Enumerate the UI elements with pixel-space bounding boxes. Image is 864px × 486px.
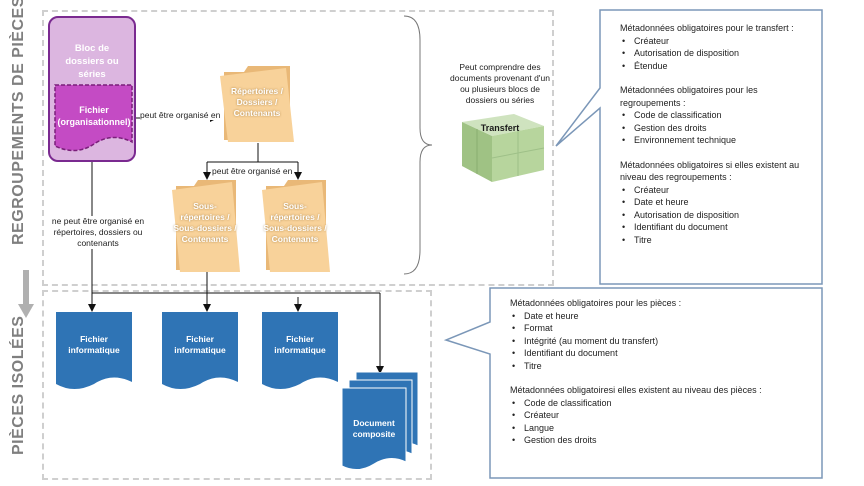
section-divider-arrow [18,270,34,318]
file-doc-3-label: Fichier informatique [274,334,326,355]
callout-top-s2-list: Code de classification Gestion des droit… [620,109,820,147]
list-item: Créateur [512,409,790,422]
list-item: Intégrité (au moment du transfert) [512,335,790,348]
callout-top-s3-title: Métadonnées obligatoires si elles existe… [620,159,800,183]
list-item: Environnement technique [622,134,820,147]
list-item: Code de classification [622,109,820,122]
list-item: Créateur [622,184,820,197]
list-item: Identifiant du document [622,221,820,234]
list-item: Titre [622,234,820,247]
list-item: Date et heure [512,310,790,323]
list-item: Code de classification [512,397,790,410]
file-doc-1-label: Fichier informatique [68,334,120,355]
document-composite-icon [341,372,419,470]
file-doc-2-label: Fichier informatique [174,334,226,355]
callout-top-s2-title: Métadonnées obligatoires pour les regrou… [620,85,758,108]
folder-sub1-label: Sous-répertoires / Sous-dossiers / Conte… [173,201,237,244]
transfer-note: Peut comprendre des documents provenant … [450,62,550,105]
callout-bottom-text: Métadonnées obligatoires pour les pièces… [510,297,790,447]
list-item: Créateur [622,35,820,48]
document-composite-label: Document composite [352,418,396,439]
edge-label-ne-peut-etre: ne peut être organisé en répertoires, do… [50,216,146,249]
folder-main-label: Répertoires / Dossiers / Contenants [231,86,283,118]
callout-top-s1-list: Créateur Autorisation de disposition Éte… [620,35,820,73]
list-item: Gestion des droits [512,434,790,447]
list-item: Date et heure [622,196,820,209]
callout-top-s3-list: Créateur Date et heure Autorisation de d… [620,184,820,247]
regroupements-region [42,10,554,286]
folder-sub1-icon [172,180,240,272]
folder-sub2-icon [262,180,330,272]
list-item: Gestion des droits [622,122,820,135]
callout-top-text: Métadonnées obligatoires pour le transfe… [620,22,820,246]
folder-main-icon [220,66,294,142]
transfer-box-label: Transfert [480,123,520,133]
fichier-organisationnel-label: Fichier (organisationnel) [57,105,131,127]
list-item: Autorisation de disposition [622,209,820,222]
fichier-organisationnel-shape [54,84,133,152]
file-doc-3-icon [262,312,338,389]
list-item: Identifiant du document [512,347,790,360]
transfer-box-icon [462,114,545,182]
callout-bottom-s2-list: Code de classification Créateur Langue G… [510,397,790,447]
list-item: Format [512,322,790,335]
edge-label-organise-2: peut être organisé en [212,166,293,176]
callout-top-s1-title: Métadonnées obligatoires pour le transfe… [620,23,794,33]
list-item: Autorisation de disposition [622,47,820,60]
callout-bottom-s2-title: Métadonnées obligatoiresi elles existent… [510,385,762,395]
list-item: Titre [512,360,790,373]
list-item: Étendue [622,60,820,73]
pieces-isolees-region [42,290,432,480]
callout-bottom-s1-list: Date et heure Format Intégrité (au momen… [510,310,790,373]
file-doc-1-icon [56,312,132,389]
folder-sub2-label: Sous-répertoires / Sous-dossiers / Conte… [263,201,327,244]
file-doc-2-icon [162,312,238,389]
callout-bottom-s1-title: Métadonnées obligatoires pour les pièces… [510,298,682,308]
edge-label-organise-1: peut être organisé en [140,110,221,120]
list-item: Langue [512,422,790,435]
bloc-dossiers-title: Bloc de dossiers ou séries [65,43,119,80]
